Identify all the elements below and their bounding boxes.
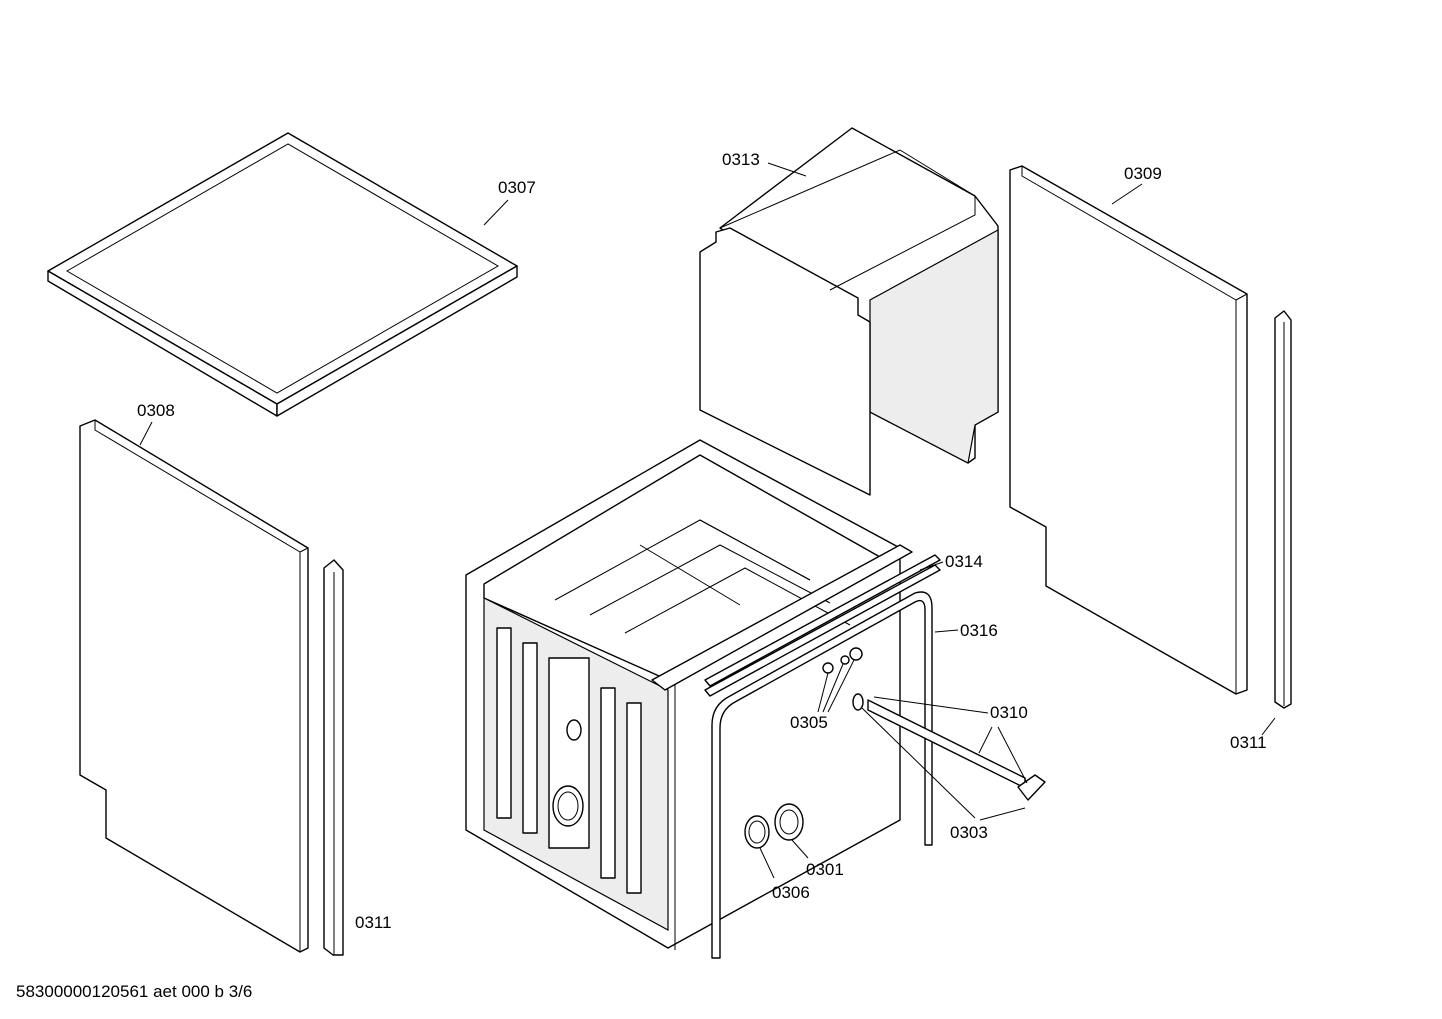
- callout-0314: 0314: [945, 552, 983, 571]
- drain-grommet: [774, 803, 804, 841]
- callout-0308: 0308: [137, 401, 175, 420]
- door-seal: [711, 591, 933, 959]
- seal-ring: [744, 815, 770, 849]
- insulation-block: [699, 127, 999, 496]
- drawing-code: 58300000120561 aet 000 b 3/6: [16, 982, 252, 1001]
- dishwasher-tub: [465, 439, 913, 950]
- right-trim-strip: [1274, 310, 1292, 709]
- top-rail: [704, 554, 941, 697]
- callout-0313: 0313: [722, 150, 760, 169]
- callout-0301: 0301: [806, 860, 844, 879]
- callout-0316: 0316: [960, 621, 998, 640]
- right-side-panel: [1009, 165, 1248, 695]
- hinge-bar: [867, 699, 1046, 801]
- callout-0311-right: 0311: [1230, 733, 1267, 752]
- left-trim-strip: [323, 559, 344, 956]
- fittings: [822, 647, 864, 711]
- callout-0311-left: 0311: [355, 913, 392, 932]
- callout-0309: 0309: [1124, 164, 1162, 183]
- left-side-panel: [79, 419, 309, 953]
- callout-0303: 0303: [950, 823, 988, 842]
- callout-0310: 0310: [990, 703, 1028, 722]
- callout-0306: 0306: [772, 883, 810, 902]
- callout-0305: 0305: [790, 713, 828, 732]
- top-cover-plate: [47, 132, 518, 417]
- leader-lines: [139, 162, 1276, 879]
- callout-0307: 0307: [498, 178, 536, 197]
